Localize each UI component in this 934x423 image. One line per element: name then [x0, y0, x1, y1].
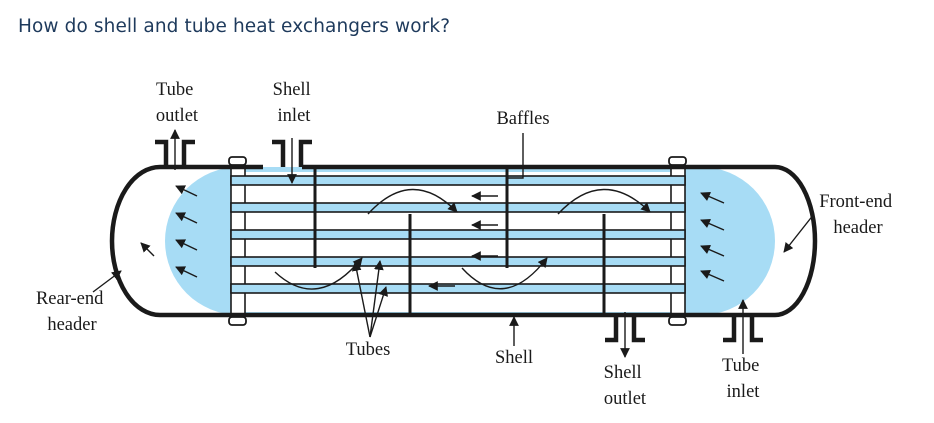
- leader-lines: [92, 133, 815, 346]
- tubes-group: [230, 175, 686, 294]
- tube: [230, 256, 686, 267]
- front-end-header-label: Front-end header: [819, 192, 897, 238]
- shell-outlet-nozzle: [605, 315, 645, 343]
- bolt: [228, 316, 247, 326]
- tube-flow-arrows: [428, 191, 498, 291]
- tube: [230, 283, 686, 294]
- front-header-arrows: [700, 192, 725, 282]
- baffles-label: Baffles: [496, 109, 549, 129]
- shell-outline: [109, 164, 818, 318]
- shell-label: Shell: [495, 348, 533, 368]
- page-title: How do shell and tube heat exchangers wo…: [18, 16, 451, 37]
- shell-inlet-nozzle: [272, 139, 312, 167]
- tubes-label: Tubes: [346, 340, 391, 360]
- shell-inlet-label: Shell inlet: [273, 80, 316, 126]
- baffles-group: [313, 169, 606, 313]
- rear-header-arrows: [140, 185, 198, 278]
- bolt: [228, 156, 247, 166]
- bolt: [668, 316, 687, 326]
- shell-outlet-label: Shell outlet: [604, 363, 647, 409]
- tube: [230, 175, 686, 186]
- bolt: [668, 156, 687, 166]
- rear-end-header-label: Rear-end header: [36, 289, 108, 335]
- tube: [230, 229, 686, 240]
- tube-outlet-label: Tube outlet: [156, 80, 199, 126]
- flange-bolts: [228, 156, 687, 326]
- tube-inlet-label: Tube inlet: [722, 356, 764, 402]
- tube: [230, 202, 686, 213]
- tube-outlet-nozzle: [155, 139, 195, 167]
- nozzle-flow-arrows: [170, 129, 748, 358]
- tube-inlet-nozzle: [723, 315, 763, 343]
